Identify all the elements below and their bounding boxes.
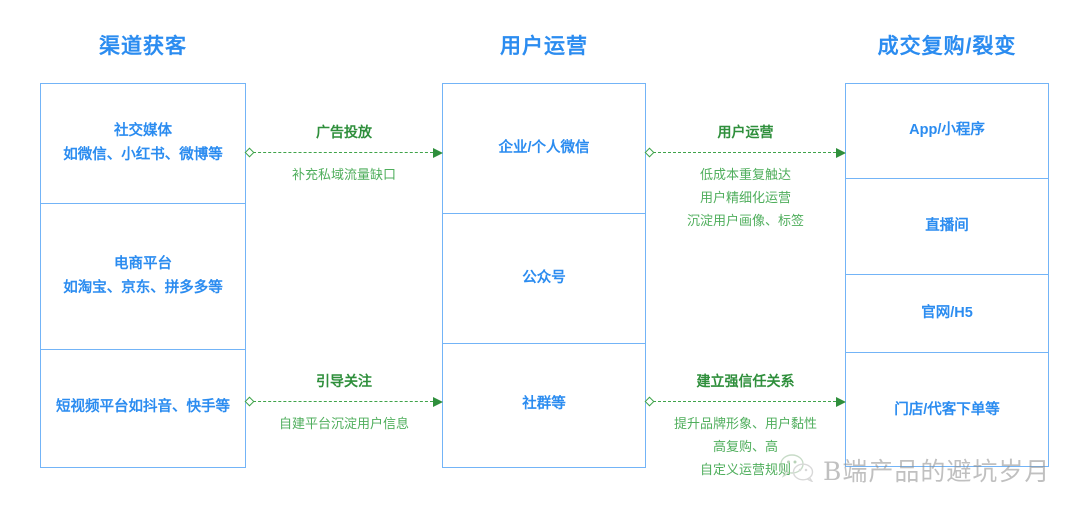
arrow-head-icon: [836, 148, 846, 158]
node-app-miniprogram[interactable]: App/小程序: [846, 84, 1048, 179]
connector-user-ops-sub-3: 沉淀用户画像、标签: [686, 212, 804, 228]
node-app-miniprogram-label: App/小程序: [909, 122, 985, 139]
node-ecommerce-line2: 如淘宝、京东、拼多多等: [63, 279, 223, 296]
column-title-operation: 用户运营: [500, 35, 588, 58]
watermark: B端产品的避坑岁月: [780, 452, 1050, 488]
node-store-proxy-order-label: 门店/代客下单等: [894, 401, 1000, 418]
connector-line: [253, 152, 433, 153]
column-acquisition: 社交媒体 如微信、小红书、微博等 电商平台 如淘宝、京东、拼多多等 短视频平台如…: [40, 83, 246, 468]
connector-user-ops-title: 用户运营: [717, 124, 774, 140]
connector-line: [653, 401, 836, 402]
wechat-icon: [780, 453, 814, 487]
connector-follow-subtitles: 自建平台沉淀用户信息: [216, 413, 472, 436]
node-community-group-label: 社群等: [522, 396, 566, 413]
connector-line: [253, 401, 433, 402]
connector-trust-sub-3: 自定义运营规则: [699, 461, 791, 477]
node-website-h5-label: 官网/H5: [921, 304, 973, 321]
node-official-account-label: 公众号: [522, 269, 566, 286]
connector-ads-subtitles: 补充私域流量缺口: [216, 164, 472, 187]
connector-trust-sub-2: 高复购、高: [712, 438, 778, 454]
node-social-media-line2: 如微信、小红书、微博等: [63, 146, 223, 163]
connector-ads-title: 广告投放: [316, 124, 372, 140]
connector-follow-sub-1: 自建平台沉淀用户信息: [278, 416, 409, 431]
connector-trust-sub-1: 提升品牌形象、用户黏性: [673, 416, 817, 431]
node-store-proxy-order[interactable]: 门店/代客下单等: [846, 353, 1048, 468]
node-ecommerce[interactable]: 电商平台 如淘宝、京东、拼多多等: [41, 204, 245, 350]
connector-user-ops-subtitles: 低成本重复触达 用户精细化运营 沉淀用户画像、标签: [616, 164, 875, 232]
column-conversion: App/小程序 直播间 官网/H5 门店/代客下单等: [845, 83, 1049, 467]
arrow-head-icon: [836, 397, 846, 407]
connector-trust-title: 建立强信任关系: [696, 373, 795, 389]
connector-user-ops-sub-2: 用户精细化运营: [699, 189, 791, 205]
watermark-text: B端产品的避坑岁月: [823, 457, 1051, 486]
connector-line: [653, 152, 836, 153]
column-title-acquisition: 渠道获客: [99, 35, 187, 58]
node-community-group[interactable]: 社群等: [443, 344, 645, 466]
node-ecommerce-line1: 电商平台: [114, 255, 172, 272]
connector-user-ops-sub-1: 低成本重复触达: [699, 167, 791, 182]
node-enterprise-wechat[interactable]: 企业/个人微信: [443, 84, 645, 214]
column-operation: 企业/个人微信 公众号 社群等: [442, 83, 646, 468]
node-short-video-line1: 短视频平台如抖音、快手等: [56, 399, 230, 416]
node-website-h5[interactable]: 官网/H5: [846, 275, 1048, 353]
connector-ads-sub-1: 补充私域流量缺口: [291, 167, 396, 182]
column-title-conversion: 成交复购/裂变: [877, 35, 1017, 58]
node-social-media-line1: 社交媒体: [114, 122, 172, 139]
node-official-account[interactable]: 公众号: [443, 214, 645, 344]
arrow-head-icon: [433, 397, 443, 407]
node-live-room-label: 直播间: [925, 217, 969, 234]
node-enterprise-wechat-label: 企业/个人微信: [498, 139, 590, 156]
connector-trust-subtitles: 提升品牌形象、用户黏性 高复购、高 自定义运营规则: [616, 413, 875, 481]
connector-follow-title: 引导关注: [316, 373, 372, 389]
node-live-room[interactable]: 直播间: [846, 179, 1048, 275]
node-social-media[interactable]: 社交媒体 如微信、小红书、微博等: [41, 84, 245, 204]
node-short-video[interactable]: 短视频平台如抖音、快手等: [41, 350, 245, 466]
arrow-head-icon: [433, 148, 443, 158]
